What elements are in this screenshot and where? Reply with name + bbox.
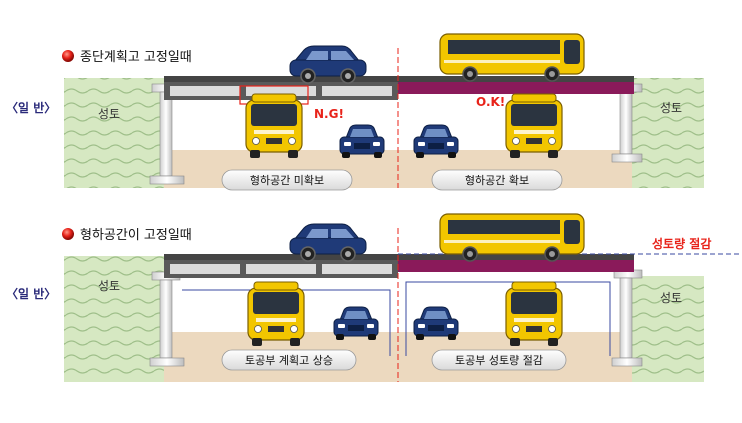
panel-title: 종단계획고 고정일때 xyxy=(80,50,192,65)
suv-icon xyxy=(413,306,459,341)
girder-slim xyxy=(398,82,634,94)
bus-icon xyxy=(439,213,585,262)
suv-icon xyxy=(333,306,379,341)
panel-fixed-clearance: 형하공간이 고정일때 성토 성토 〈일 반〉 xyxy=(6,213,740,382)
bus-icon xyxy=(439,33,585,82)
red-bullet-icon xyxy=(62,228,74,240)
caption-left: 토공부 계획고 상승 xyxy=(245,354,333,367)
pier-icon xyxy=(611,269,643,367)
embankment-right xyxy=(632,78,704,188)
caption-right: 토공부 성토량 절감 xyxy=(455,354,543,367)
panel-title: 형하공간이 고정일때 xyxy=(80,228,192,243)
suv-icon xyxy=(413,124,459,159)
embankment-left-label: 성토 xyxy=(98,107,120,121)
annotation-fill-reduction: 성토량 절감 xyxy=(652,236,711,251)
red-bullet-icon xyxy=(62,50,74,62)
deck-top xyxy=(164,76,634,82)
panel-fixed-profile: 종단계획고 고정일때 성토 성토 〈일 반〉 xyxy=(6,33,704,191)
side-label: 〈일 반〉 xyxy=(6,286,56,301)
embankment-right-label: 성토 xyxy=(660,101,682,115)
girder-standard xyxy=(164,82,398,100)
bus-icon xyxy=(245,93,303,159)
bus-icon xyxy=(247,281,305,347)
embankment-right xyxy=(632,276,704,382)
clearance-guide-right xyxy=(405,281,611,356)
girder-standard xyxy=(164,260,398,278)
side-label: 〈일 반〉 xyxy=(6,100,56,115)
embankment-left xyxy=(64,78,164,188)
caption-right: 형하공간 확보 xyxy=(465,173,529,187)
suv-icon xyxy=(339,124,385,159)
bus-icon xyxy=(505,281,563,347)
embankment-left xyxy=(64,256,164,382)
girder-slim xyxy=(398,260,634,272)
embankment-left-label: 성토 xyxy=(98,279,120,293)
embankment-right-label: 성토 xyxy=(660,291,682,305)
status-ng: N.G! xyxy=(314,107,344,121)
status-ok: O.K! xyxy=(476,95,505,109)
caption-left: 형하공간 미확보 xyxy=(250,173,324,187)
deck-top xyxy=(164,254,634,260)
bus-icon xyxy=(505,93,563,159)
